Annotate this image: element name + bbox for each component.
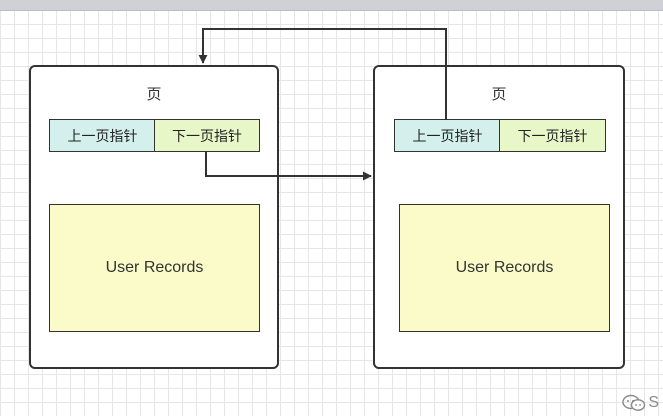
page-right-prev-pointer: 上一页指针 <box>394 119 501 152</box>
window-top-bar <box>0 0 663 11</box>
watermark: S <box>622 394 659 412</box>
watermark-text: S <box>648 394 659 411</box>
page-left-next-pointer: 下一页指针 <box>154 119 260 152</box>
page-right: 页 上一页指针 下一页指针 User Records <box>373 65 625 369</box>
next-pointer-arrow <box>205 151 372 181</box>
wechat-icon <box>622 394 646 411</box>
page-left-user-records: User Records <box>49 204 260 332</box>
page-right-next-pointer: 下一页指针 <box>499 119 606 152</box>
page-right-user-records: User Records <box>399 204 610 332</box>
prev-pointer-arrow <box>198 28 447 119</box>
page-left-title: 页 <box>146 85 162 103</box>
page-right-title: 页 <box>491 85 507 103</box>
page-left-prev-pointer: 上一页指针 <box>49 119 156 152</box>
page-left: 页 上一页指针 下一页指针 User Records <box>29 65 279 369</box>
